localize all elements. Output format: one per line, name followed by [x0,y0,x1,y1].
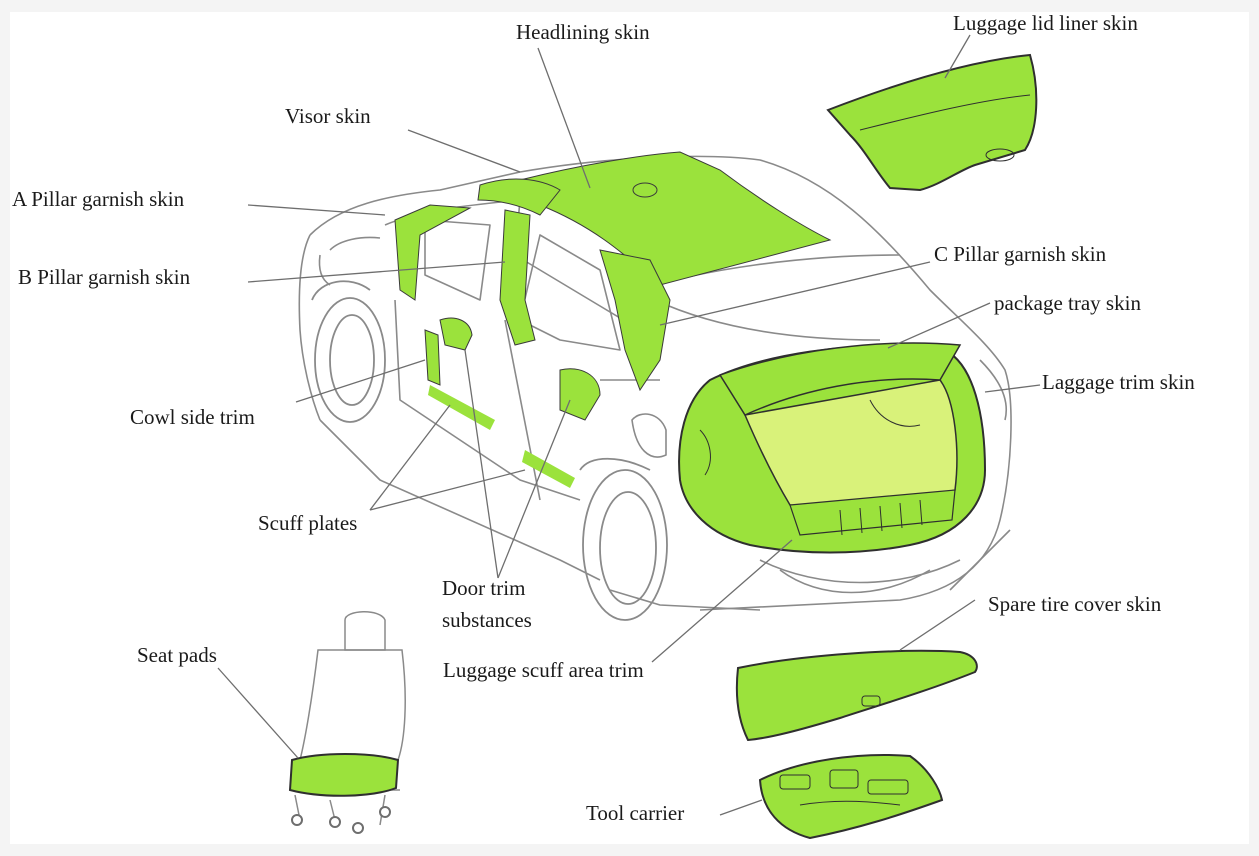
visor-skin-part [477,178,561,216]
seat-wheels [291,806,391,834]
package-tray-part [718,342,962,416]
front-wheel [311,280,386,423]
door-trim-part-front [439,317,473,351]
luggage-scuff-area-part [789,489,956,536]
label-visor-skin: Visor skin [285,104,371,128]
seat-pads-part [288,753,400,797]
label-a-pillar-garnish-skin: A Pillar garnish skin [12,187,185,211]
dome-light-icon [632,182,658,198]
b-pillar-garnish-part [499,209,536,346]
label-b-pillar-garnish-skin: B Pillar garnish skin [18,265,191,289]
label-cowl-side-trim: Cowl side trim [130,405,255,429]
spare-cover-handle-icon [861,695,881,707]
tool-carrier-part [758,754,944,840]
label-luggage-scuff-area-trim: Luggage scuff area trim [443,658,644,682]
lid-liner-handle-icon [985,148,1015,162]
label-c-pillar-garnish-skin: C Pillar garnish skin [934,242,1107,266]
a-pillar-garnish-part [394,204,472,301]
label-luggage-lid-liner-skin: Luggage lid liner skin [953,11,1138,35]
trunk-ribs [699,399,923,536]
scuff-plate-front-part [428,385,495,430]
label-door-trim-substances-line1: Door trim [442,576,526,600]
door-trim-part-rear [559,368,601,421]
spare-tire-cover-skin-part [735,649,978,742]
rear-wheel [579,457,668,621]
label-headlining-skin: Headlining skin [516,20,650,44]
label-seat-pads: Seat pads [137,643,217,667]
c-pillar-garnish-part [599,249,671,392]
label-tool-carrier: Tool carrier [586,801,685,825]
luggage-lid-liner-skin-part [826,53,1038,192]
cowl-side-trim-part [424,329,441,386]
label-door-trim-substances-line2: substances [442,608,532,632]
leader-lines [217,34,1041,816]
label-package-tray-skin: package tray skin [994,291,1141,315]
headlining-skin-part [519,151,832,286]
label-laggage-trim-skin: Laggage trim skin [1042,370,1195,394]
tool-carrier-cavities [779,769,909,806]
scuff-plate-rear-part [522,450,575,488]
diagram-panel [10,12,1249,844]
label-scuff-plates: Scuff plates [258,511,358,535]
lid-liner-crease [859,94,1031,131]
label-spare-tire-cover-skin: Spare tire cover skin [988,592,1162,616]
